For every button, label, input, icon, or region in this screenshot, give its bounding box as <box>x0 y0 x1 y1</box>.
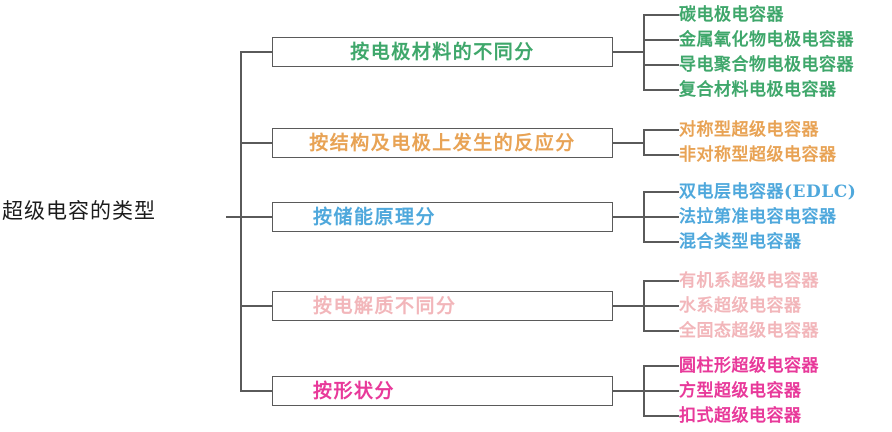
leaf-connector-2-2 <box>643 154 679 156</box>
branch-connector-line-2 <box>240 142 273 144</box>
leaf-label-5-3[interactable]: 扣式超级电容器 <box>679 406 802 426</box>
branch-label-2: 按结构及电极上发生的反应分 <box>309 132 576 154</box>
leaf-label-5-2[interactable]: 方型超级电容器 <box>679 381 802 401</box>
leaf-label-4-1[interactable]: 有机系超级电容器 <box>679 271 819 291</box>
branch-box-1[interactable]: 按电极材料的不同分 <box>272 37 613 67</box>
branch-connector-line-5 <box>240 390 273 392</box>
leaf-label-3-3[interactable]: 混合类型电容器 <box>679 232 802 252</box>
leaf-connector-3-1 <box>643 191 679 193</box>
main-trunk-line <box>240 52 242 392</box>
branch-box-2[interactable]: 按结构及电极上发生的反应分 <box>272 128 613 158</box>
leaf-label-1-3[interactable]: 导电聚合物电极电容器 <box>679 55 854 75</box>
root-connector-line <box>226 216 242 218</box>
leaf-trunk-1 <box>643 15 645 90</box>
branch-label-4: 按电解质不同分 <box>313 295 457 317</box>
leaf-label-4-2[interactable]: 水系超级电容器 <box>679 296 802 316</box>
leaf-label-3-1[interactable]: 双电层电容器(EDLC) <box>679 182 857 202</box>
branch-leaf-stem-5 <box>613 390 644 392</box>
branch-label-1: 按电极材料的不同分 <box>350 41 535 63</box>
branch-box-3[interactable]: 按储能原理分 <box>272 202 613 232</box>
leaf-trunk-2 <box>643 130 645 155</box>
leaf-connector-2-1 <box>643 129 679 131</box>
leaf-connector-3-2 <box>643 216 679 218</box>
leaf-connector-3-3 <box>643 241 679 243</box>
leaf-label-1-4[interactable]: 复合材料电极电容器 <box>679 80 837 100</box>
leaf-connector-4-1 <box>643 280 679 282</box>
leaf-label-4-3[interactable]: 全固态超级电容器 <box>679 321 819 341</box>
leaf-label-5-1[interactable]: 圆柱形超级电容器 <box>679 356 819 376</box>
branch-box-4[interactable]: 按电解质不同分 <box>272 291 613 321</box>
leaf-connector-4-2 <box>643 305 679 307</box>
leaf-label-2-2[interactable]: 非对称型超级电容器 <box>679 145 837 165</box>
branch-leaf-stem-1 <box>613 51 644 53</box>
leaf-connector-1-2 <box>643 39 679 41</box>
leaf-connector-1-1 <box>643 14 679 16</box>
branch-connector-line-1 <box>240 51 273 53</box>
branch-connector-line-4 <box>240 305 273 307</box>
branch-leaf-stem-4 <box>613 305 644 307</box>
root-label: 超级电容的类型 <box>2 199 156 223</box>
leaf-connector-5-1 <box>643 365 679 367</box>
leaf-label-1-2[interactable]: 金属氧化物电极电容器 <box>679 30 854 50</box>
leaf-connector-4-3 <box>643 330 679 332</box>
leaf-label-1-1[interactable]: 碳电极电容器 <box>679 5 784 25</box>
branch-connector-line-3 <box>240 216 273 218</box>
branch-label-5: 按形状分 <box>313 380 396 402</box>
leaf-label-3-2[interactable]: 法拉第准电容电容器 <box>679 207 837 227</box>
branch-leaf-stem-2 <box>613 142 644 144</box>
branch-leaf-stem-3 <box>613 216 644 218</box>
leaf-connector-1-4 <box>643 89 679 91</box>
leaf-label-2-1[interactable]: 对称型超级电容器 <box>679 120 819 140</box>
branch-label-3: 按储能原理分 <box>313 206 437 228</box>
leaf-connector-5-3 <box>643 415 679 417</box>
branch-box-5[interactable]: 按形状分 <box>272 376 613 406</box>
leaf-connector-5-2 <box>643 390 679 392</box>
leaf-connector-1-3 <box>643 64 679 66</box>
